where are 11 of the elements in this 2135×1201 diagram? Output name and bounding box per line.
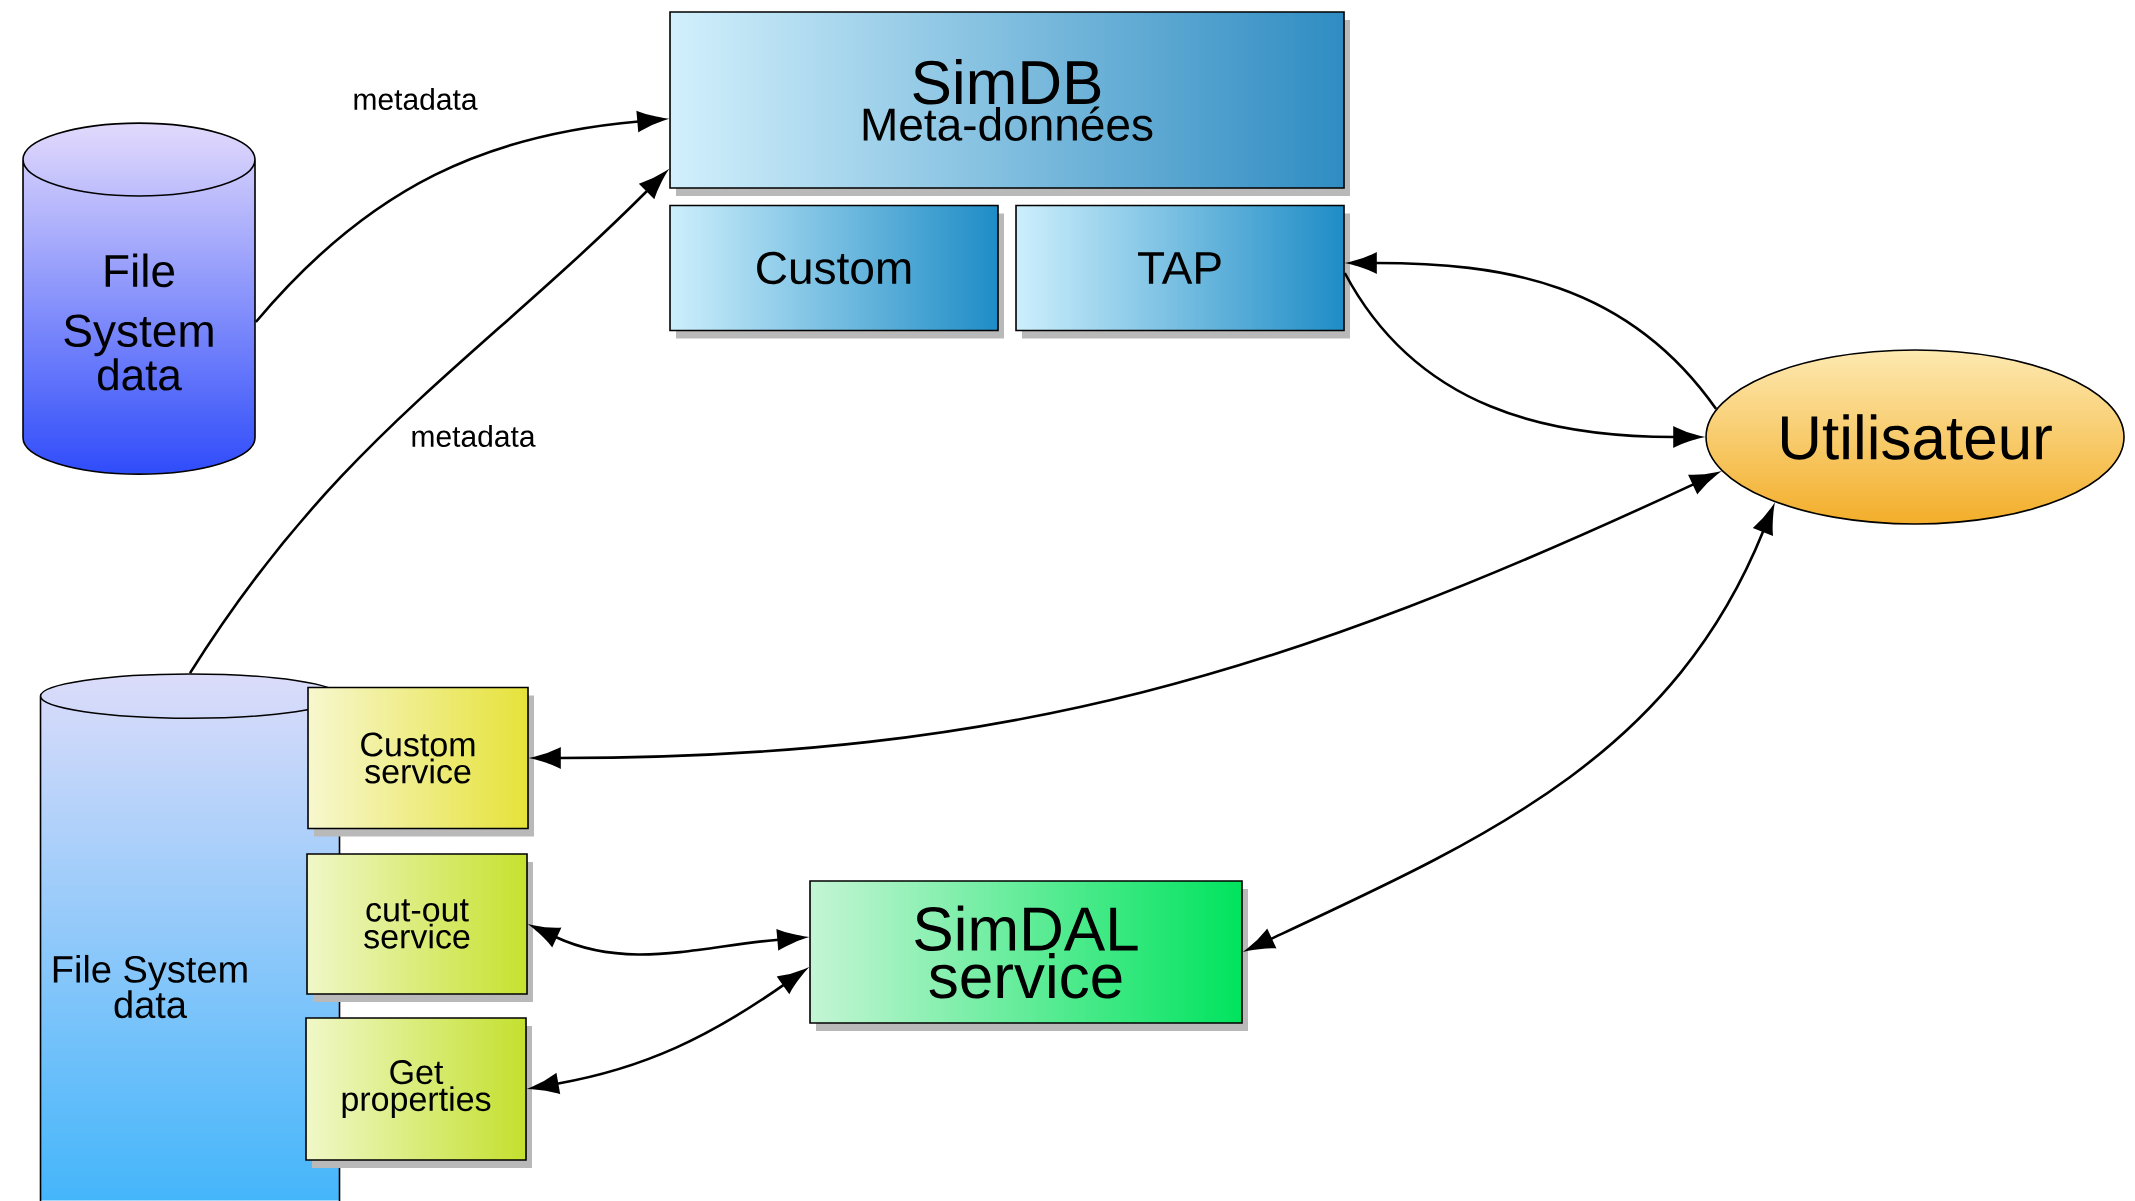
process-box: SimDAL service (809, 880, 1243, 1024)
process-box: cut-out service (306, 853, 528, 995)
process-box: Get properties (305, 1017, 527, 1161)
process-box: Custom service (307, 686, 529, 830)
edge-label: metadata (350, 86, 480, 112)
process-box: SimDB Meta-données (669, 11, 1345, 189)
edge-label: metadata (408, 423, 538, 449)
process-box: TAP (1015, 204, 1345, 332)
process-box: Custom (669, 204, 999, 332)
database-cylinder: File System data (22, 122, 256, 475)
arrow (188, 171, 667, 674)
